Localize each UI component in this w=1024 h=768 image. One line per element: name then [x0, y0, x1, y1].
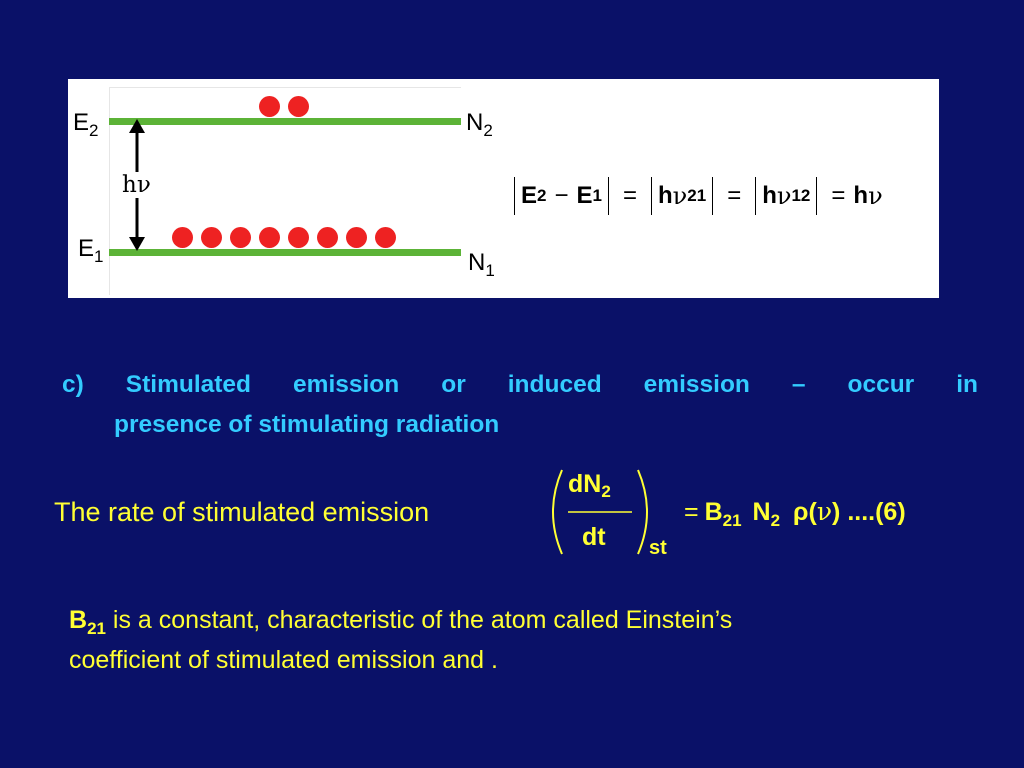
atom — [259, 227, 280, 248]
rate-equation-rhs: =B21 N2 ρ(ν) ....(6) — [684, 497, 906, 530]
abs-bar — [607, 177, 609, 215]
fraction-numerator: dN2 — [568, 470, 611, 501]
upper-population-label: N2 — [466, 109, 493, 140]
atom — [259, 96, 280, 117]
upper-energy-level — [109, 118, 461, 125]
coefficient-description-line1: B21 is a constant, characteristic of the… — [69, 606, 733, 638]
atom — [201, 227, 222, 248]
upper-level-label: E2 — [73, 109, 99, 140]
atom — [317, 227, 338, 248]
point-c-line1: c) Stimulated emission or induced emissi… — [62, 371, 978, 398]
atom — [288, 96, 309, 117]
abs-bar — [712, 177, 714, 215]
fraction-denominator: dt — [582, 523, 606, 551]
guide-line — [109, 87, 110, 295]
point-c-line2: presence of stimulating radiation — [114, 411, 500, 438]
abs-bar — [514, 177, 515, 215]
atom — [288, 227, 309, 248]
guide-line-top — [109, 87, 461, 88]
abs-bar — [651, 177, 652, 215]
atom — [172, 227, 193, 248]
rate-label: The rate of stimulated emission — [54, 497, 430, 527]
fraction-parentheses — [552, 469, 648, 555]
atom — [230, 227, 251, 248]
lower-energy-level — [109, 249, 461, 256]
abs-bar — [816, 177, 818, 215]
coefficient-description-line2: coefficient of stimulated emission and . — [69, 646, 498, 674]
abs-bar — [755, 177, 757, 215]
atom — [346, 227, 367, 248]
photon-energy-label: hν — [121, 172, 152, 198]
atom — [375, 227, 396, 248]
stimulated-subscript: st — [649, 537, 667, 559]
lower-population-label: N1 — [468, 249, 495, 280]
lower-level-label: E1 — [78, 235, 104, 266]
